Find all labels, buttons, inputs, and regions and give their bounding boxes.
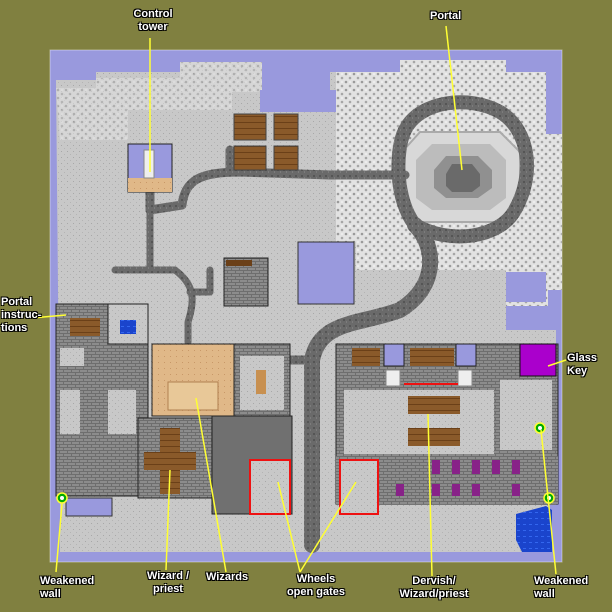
void-pit-east xyxy=(506,272,546,302)
east-void-window-a xyxy=(383,343,405,367)
label-weakened-wall-left: Weakened wall xyxy=(40,575,95,600)
callout-line-wheels-b xyxy=(299,481,357,573)
callout-line-wizards xyxy=(195,397,227,573)
control-tower-base xyxy=(128,178,172,192)
west-wood-room xyxy=(70,318,100,336)
east-stairs-b xyxy=(457,369,473,387)
road-square xyxy=(186,266,214,296)
wizards-east-wood xyxy=(256,370,266,394)
callout-line-weakened-wall-left xyxy=(55,503,63,573)
east-floor-side xyxy=(500,380,552,450)
wizard-priest-altar-b xyxy=(144,452,196,470)
callout-line-wizard-priest xyxy=(165,469,171,571)
wood-strip-centre xyxy=(226,260,252,266)
label-control-tower: Control tower xyxy=(133,8,173,33)
wood-room-north-d xyxy=(273,145,299,171)
wizards-hall-bench xyxy=(167,381,219,411)
rubble-field-west xyxy=(56,62,262,140)
west-pool xyxy=(120,320,136,334)
void-pit-southwest xyxy=(65,497,113,517)
void-pit-centre xyxy=(297,241,355,305)
control-tower-stairs xyxy=(143,149,155,179)
west-floor-c xyxy=(108,390,136,434)
southeast-lake xyxy=(516,506,552,552)
west-floor-b xyxy=(60,390,80,434)
label-wizards: Wizards xyxy=(206,571,249,583)
glass-key-room xyxy=(519,343,557,377)
callout-line-glass-key xyxy=(547,359,567,367)
road-ring xyxy=(391,95,534,244)
label-wheels-open-gates: Wheels open gates xyxy=(286,573,346,598)
label-portal: Portal xyxy=(430,10,462,22)
callout-line-portal-instructions xyxy=(31,314,67,319)
portal-structure xyxy=(401,131,521,223)
east-void-window-b xyxy=(455,343,477,367)
void-pit-north xyxy=(260,90,336,112)
road-to-gates xyxy=(304,217,439,553)
glass-key-marker xyxy=(534,422,546,434)
label-wizard-priest: Wizard / priest xyxy=(146,570,190,595)
purple-pillars xyxy=(396,460,520,496)
east-wood-top-b xyxy=(410,348,454,366)
east-wood-top-a xyxy=(352,348,380,366)
label-glass-key: Glass Key xyxy=(567,352,597,377)
callout-line-wheels xyxy=(277,481,301,573)
callout-line-portal xyxy=(445,25,463,171)
label-portal-instructions: Portal instruc- tions xyxy=(1,296,42,334)
wood-room-north-c xyxy=(233,145,267,171)
road-north xyxy=(145,167,410,215)
label-dervish-wizard-priest: Dervish/ Wizard/priest xyxy=(399,575,469,600)
wood-room-north-a xyxy=(233,113,267,141)
callout-line-weakened-wall-right xyxy=(540,429,557,575)
east-wood-mid-a xyxy=(408,396,460,414)
east-wood-mid-b xyxy=(408,428,460,446)
gate-marker-east xyxy=(339,459,379,515)
callout-line-dervish xyxy=(427,413,433,577)
wood-room-north-b xyxy=(273,113,299,141)
weakened-wall-marker-left xyxy=(56,492,68,504)
east-stairs-a xyxy=(385,369,401,387)
label-weakened-wall-right: Weakened wall xyxy=(534,575,589,600)
weakened-wall-marker-right xyxy=(543,492,555,504)
west-floor-a xyxy=(60,348,84,366)
